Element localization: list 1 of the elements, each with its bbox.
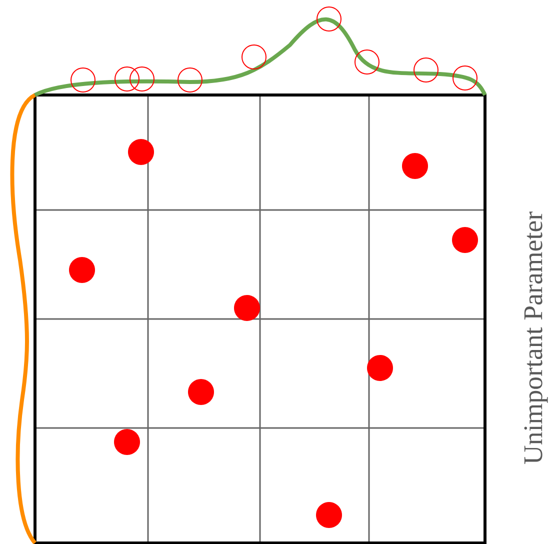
axis-label: Unimportant Parameter (524, 212, 548, 464)
